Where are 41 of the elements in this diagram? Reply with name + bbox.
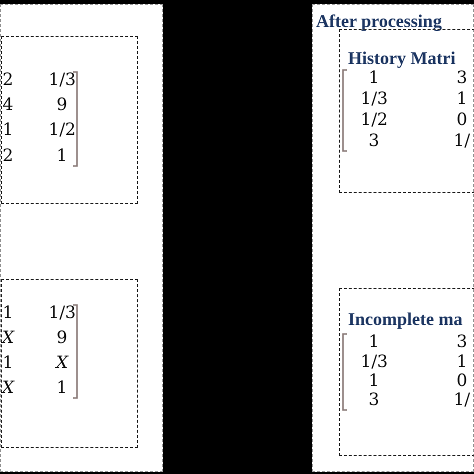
- matrix-entry: 1/3: [360, 352, 388, 372]
- panel: [312, 4, 474, 472]
- matrix-entry: 3: [456, 332, 468, 352]
- matrix-entry: 1/2: [360, 110, 388, 130]
- matrix-entry: X: [2, 378, 14, 398]
- matrix-entry: 1: [2, 303, 14, 323]
- matrix-entry: 1/3: [48, 70, 76, 90]
- matrix-entry: 1: [2, 353, 14, 373]
- matrix-entry: 0: [456, 110, 468, 130]
- matrix-entry: 1: [368, 332, 380, 352]
- matrix-entry: 1/2: [48, 120, 76, 140]
- matrix-entry: 1: [368, 371, 380, 391]
- matrix-entry: X: [56, 353, 68, 373]
- matrix-entry: 2: [2, 70, 14, 90]
- matrix-entry: 2: [2, 146, 14, 166]
- matrix-entry: 1: [2, 120, 14, 140]
- matrix-entry: 1: [368, 68, 380, 88]
- matrix-entry: 3: [368, 390, 380, 410]
- dashed-frame: [1, 36, 138, 204]
- dashed-frame: [339, 29, 474, 193]
- matrix-entry: 1: [456, 89, 468, 109]
- matrix-entry: 1/: [454, 390, 470, 410]
- matrix-entry: 3: [456, 68, 468, 88]
- matrix-entry: 1/3: [48, 303, 76, 323]
- dashed-frame: [339, 288, 474, 456]
- heading: Incomplete ma: [348, 309, 462, 329]
- matrix-entry: 1: [56, 146, 68, 166]
- matrix-entry: 1: [56, 378, 68, 398]
- heading: After processing: [316, 11, 442, 31]
- matrix-entry: 9: [56, 328, 68, 348]
- matrix-entry: X: [2, 328, 14, 348]
- matrix-entry: 0: [456, 371, 468, 391]
- matrix-entry: 3: [368, 131, 380, 151]
- heading: History Matri: [348, 48, 456, 68]
- matrix-entry: 4: [2, 95, 14, 115]
- panel: [0, 4, 163, 472]
- matrix-entry: 1/: [454, 131, 470, 151]
- matrix-entry: 1/3: [360, 89, 388, 109]
- matrix-entry: 1: [456, 352, 468, 372]
- matrix-entry: 9: [56, 95, 68, 115]
- dashed-frame: [1, 279, 138, 448]
